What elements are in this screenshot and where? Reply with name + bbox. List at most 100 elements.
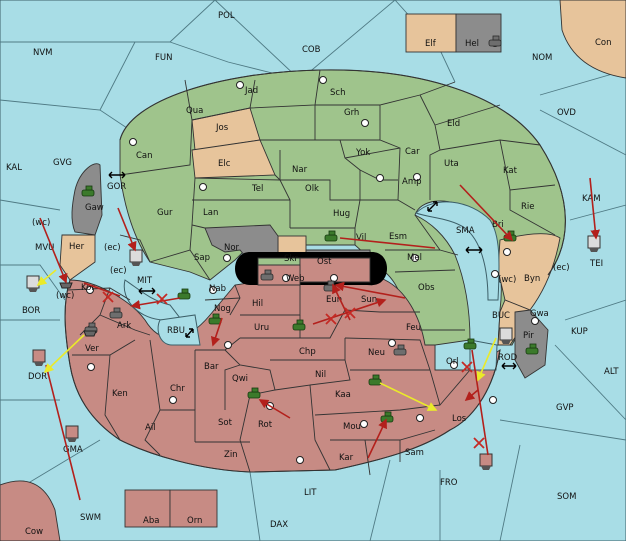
province-aba[interactable] xyxy=(124,489,171,528)
label-nor: Nor xyxy=(224,243,240,253)
label-orn: Orn xyxy=(187,516,202,526)
label-eld: Eld xyxy=(447,119,460,129)
label-ec-3: (ec) xyxy=(553,263,570,273)
label-ken: Ken xyxy=(112,389,128,399)
label-her: Her xyxy=(69,242,85,252)
army-icon xyxy=(488,35,502,47)
label-buc: BUC xyxy=(492,311,510,321)
fleet-icon xyxy=(59,282,73,289)
label-con: Con xyxy=(595,38,612,48)
label-rbu: RBU xyxy=(167,326,185,336)
province-orn[interactable] xyxy=(169,489,218,528)
label-rod: ROD xyxy=(498,353,518,363)
label-gvp: GVP xyxy=(556,403,574,413)
green-province-borders xyxy=(119,69,556,331)
label-sap: Sap xyxy=(194,253,210,263)
label-sma: SMA xyxy=(456,226,475,236)
label-uru: Uru xyxy=(254,323,269,333)
label-mel: Mel xyxy=(407,253,422,263)
label-uta: Uta xyxy=(444,159,459,169)
province-cow[interactable] xyxy=(0,480,61,541)
army-icon xyxy=(368,374,382,386)
label-kaa: Kaa xyxy=(335,390,351,400)
label-los: Los xyxy=(452,414,467,424)
label-wc-3: (wc) xyxy=(498,275,516,285)
label-kam: KAM xyxy=(582,194,601,204)
label-nom: NOM xyxy=(532,53,552,63)
label-fro: FRO xyxy=(440,478,458,488)
province-gaw[interactable] xyxy=(71,163,103,236)
south-coast xyxy=(64,279,501,473)
label-dax: DAX xyxy=(270,520,288,530)
label-neu: Neu xyxy=(368,348,385,358)
fleet-icon xyxy=(83,330,97,337)
label-gvg: GVG xyxy=(53,158,72,168)
label-ovd: OVD xyxy=(557,108,576,118)
label-gwa: Gwa xyxy=(530,309,549,319)
label-eun: Eun xyxy=(326,295,342,305)
label-ver: Ver xyxy=(85,344,99,354)
army-icon xyxy=(247,387,261,399)
label-pol: POL xyxy=(218,11,235,21)
army-icon xyxy=(109,307,123,319)
label-vil: Vil xyxy=(356,233,366,243)
failed-orders xyxy=(102,291,485,449)
label-mvu: MVU xyxy=(35,243,54,253)
label-gma: GMA xyxy=(63,445,83,455)
label-hel: Hel xyxy=(465,39,479,49)
label-byn: Byn xyxy=(524,274,540,284)
sea-sma xyxy=(415,201,500,301)
army-icon xyxy=(292,319,306,331)
label-sch: Sch xyxy=(330,88,345,98)
sea-rod xyxy=(469,339,498,371)
label-chr: Chr xyxy=(170,384,185,394)
label-sam: Sam xyxy=(405,448,424,458)
label-yok: Yok xyxy=(355,148,370,158)
province-labels: POL NVM FUN COB NOM Con OVD KAL GVG KAM … xyxy=(6,11,619,537)
label-gur: Gur xyxy=(157,208,173,218)
label-ec-2: (ec) xyxy=(110,266,127,276)
label-chp: Chp xyxy=(299,347,316,357)
label-rie: Rie xyxy=(521,202,535,212)
army-icon xyxy=(525,343,539,355)
passage-markers xyxy=(108,171,517,370)
label-bor: BOR xyxy=(22,306,40,316)
label-wc-1: (wc) xyxy=(32,218,50,228)
label-alt: ALT xyxy=(604,367,619,377)
label-sot: Sot xyxy=(218,418,233,428)
army-icon xyxy=(324,230,338,242)
label-olk: Olk xyxy=(305,184,319,194)
label-fun: FUN xyxy=(155,53,172,63)
label-nab: Nab xyxy=(209,284,226,294)
label-kal: KAL xyxy=(6,163,22,173)
label-tei: TEI xyxy=(589,259,603,269)
label-mit: MIT xyxy=(137,276,153,286)
label-lan: Lan xyxy=(203,208,218,218)
label-kup: KUP xyxy=(571,327,588,337)
label-nar: Nar xyxy=(292,165,308,175)
province-her[interactable] xyxy=(59,234,96,281)
label-qwi: Qwi xyxy=(232,374,248,384)
label-hug: Hug xyxy=(333,209,350,219)
label-ark: Ark xyxy=(117,321,131,331)
label-skr: Skr xyxy=(284,254,298,264)
label-nvm: NVM xyxy=(33,48,53,58)
label-nil: Nil xyxy=(315,370,326,380)
label-sun: Sun xyxy=(361,295,377,305)
fleet-icon xyxy=(129,249,143,266)
north-coast xyxy=(119,69,566,276)
label-jad: Jad xyxy=(244,86,258,96)
label-kat: Kat xyxy=(503,166,518,176)
fleet-icon xyxy=(65,425,79,442)
label-jos: Jos xyxy=(215,123,229,133)
label-swm: SWM xyxy=(80,513,101,523)
fleet-icon xyxy=(26,275,40,292)
label-elf: Elf xyxy=(425,39,437,49)
label-mou: Mou xyxy=(343,422,361,432)
fleet-icon xyxy=(32,349,46,366)
armies-grey[interactable] xyxy=(84,35,502,356)
label-nog: Nog xyxy=(214,304,231,314)
support-arrows xyxy=(36,269,497,411)
label-kor: Kor xyxy=(81,283,95,293)
